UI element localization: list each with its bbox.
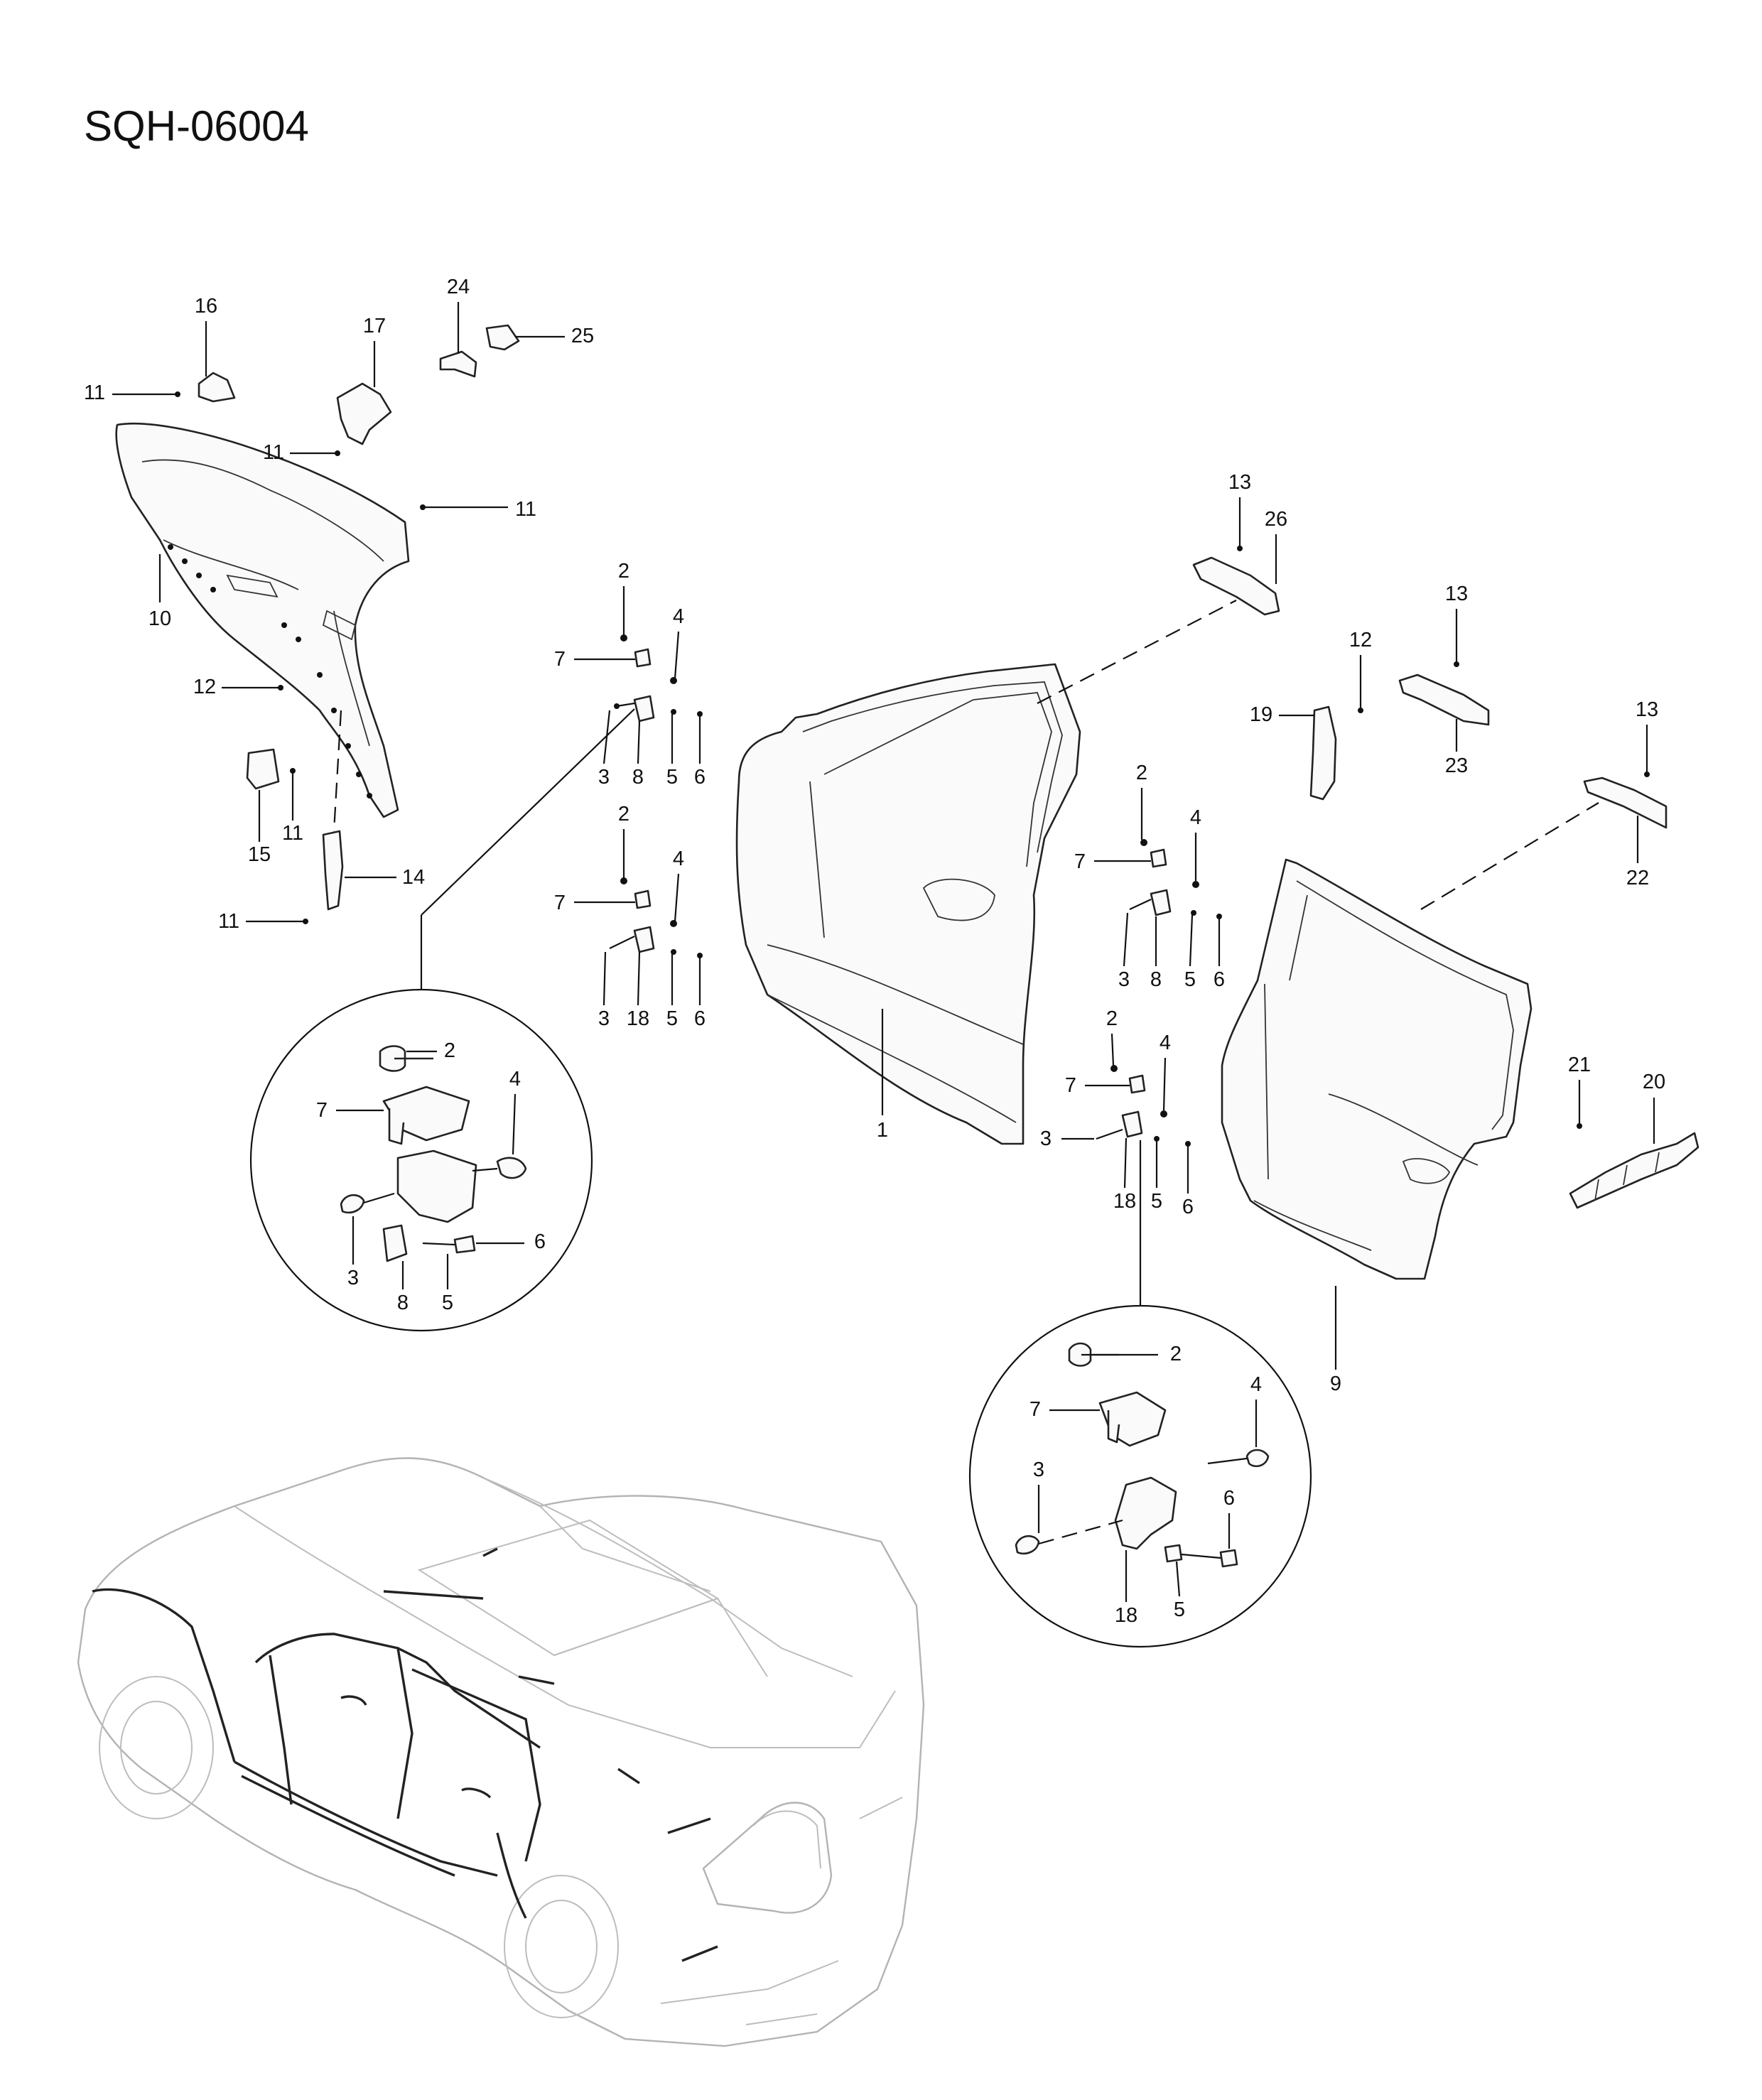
front-door-part xyxy=(735,663,1081,1145)
callout-2: 2 xyxy=(618,560,629,583)
callout-16: 16 xyxy=(195,295,217,318)
front-hinge-detail-view xyxy=(249,988,593,1332)
callout-13: 13 xyxy=(1636,698,1658,721)
callout-15: 15 xyxy=(248,843,271,866)
callout-3: 3 xyxy=(598,1007,610,1030)
fender-clip-row xyxy=(168,544,372,799)
callout-1: 1 xyxy=(877,1119,888,1142)
callout-4: 4 xyxy=(509,1068,521,1090)
vehicle-highlighted-parts xyxy=(92,1547,718,1962)
callout-2: 2 xyxy=(1136,762,1147,784)
callout-3: 3 xyxy=(1040,1127,1052,1150)
trim-20-part xyxy=(1569,1132,1699,1209)
callout-14: 14 xyxy=(402,866,425,889)
callout-8: 8 xyxy=(632,766,644,789)
callout-17: 17 xyxy=(363,315,386,337)
front-lower-hinge-small xyxy=(609,877,703,958)
callout-5: 5 xyxy=(1151,1190,1162,1213)
bracket-24-part xyxy=(439,350,477,378)
callout-26: 26 xyxy=(1265,508,1287,531)
rear-lower-hinge-small xyxy=(1096,1065,1191,1147)
diagram-title: SQH-06004 xyxy=(84,102,309,150)
callout-6: 6 xyxy=(1214,968,1225,991)
callout-4: 4 xyxy=(1250,1373,1262,1396)
callout-12: 12 xyxy=(193,676,216,698)
callout-11: 11 xyxy=(218,910,239,933)
callout-2: 2 xyxy=(1106,1007,1118,1030)
rear-door-part xyxy=(1221,858,1533,1280)
callout-11: 11 xyxy=(84,381,105,404)
callout-20: 20 xyxy=(1643,1071,1665,1093)
callout-11: 11 xyxy=(515,498,536,521)
callout-4: 4 xyxy=(673,605,684,628)
callout-7: 7 xyxy=(1029,1398,1041,1421)
callout-7: 7 xyxy=(554,648,566,671)
rear-door-leader xyxy=(1420,802,1599,910)
bracket-16-part xyxy=(198,372,236,403)
callout-4: 4 xyxy=(673,848,684,870)
callout-8: 8 xyxy=(397,1292,409,1314)
callout-19: 19 xyxy=(1250,703,1272,726)
callout-18: 18 xyxy=(1113,1190,1136,1213)
bracket-17-part xyxy=(336,382,392,445)
callout-13: 13 xyxy=(1228,471,1251,494)
callout-6: 6 xyxy=(1182,1196,1194,1218)
callout-7: 7 xyxy=(1065,1074,1076,1097)
callout-3: 3 xyxy=(1118,968,1130,991)
callout-7: 7 xyxy=(1074,850,1086,873)
callout-11: 11 xyxy=(282,822,303,845)
callout-23: 23 xyxy=(1445,754,1468,777)
callout-13: 13 xyxy=(1445,583,1468,605)
callout-7: 7 xyxy=(316,1099,328,1122)
callout-6: 6 xyxy=(534,1230,546,1253)
callout-2: 2 xyxy=(618,803,629,826)
callout-2: 2 xyxy=(444,1039,455,1062)
vehicle-overview xyxy=(77,1457,925,2047)
bracket-19-part xyxy=(1309,705,1337,801)
callout-11: 11 xyxy=(263,441,284,464)
callout-18: 18 xyxy=(627,1007,649,1030)
callout-2: 2 xyxy=(1170,1343,1182,1365)
front-hinge-leader xyxy=(421,708,635,916)
fender-callouts: 16 11 17 11 24 25 11 10 12 11 15 14 11 xyxy=(84,276,594,933)
rear-upper-hinge-small xyxy=(1129,839,1222,919)
bracket-23-part xyxy=(1398,673,1490,726)
callout-24: 24 xyxy=(447,276,470,298)
front-upper-hinge-small xyxy=(614,634,703,722)
callout-6: 6 xyxy=(694,766,706,789)
callout-5: 5 xyxy=(666,1007,678,1030)
callout-3: 3 xyxy=(598,766,610,789)
callout-6: 6 xyxy=(1223,1487,1235,1510)
callout-3: 3 xyxy=(1033,1458,1044,1481)
callout-7: 7 xyxy=(554,892,566,914)
bracket-25-part xyxy=(485,324,520,351)
trim-14-part xyxy=(322,830,344,911)
callout-4: 4 xyxy=(1160,1032,1171,1054)
callout-9: 9 xyxy=(1330,1373,1341,1395)
callout-21: 21 xyxy=(1568,1054,1591,1076)
front-door-leader xyxy=(1037,600,1237,704)
callout-8: 8 xyxy=(1150,968,1162,991)
callout-5: 5 xyxy=(1184,968,1196,991)
callout-5: 5 xyxy=(442,1292,453,1314)
callout-6: 6 xyxy=(694,1007,706,1030)
callout-4: 4 xyxy=(1190,806,1201,829)
rear-hinge-detail-view xyxy=(968,1304,1312,1648)
callout-5: 5 xyxy=(1174,1598,1185,1621)
callout-5: 5 xyxy=(666,766,678,789)
callout-12: 12 xyxy=(1349,629,1372,651)
bracket-15-part xyxy=(246,748,280,790)
front-fender-part xyxy=(115,422,410,818)
bracket-22-part xyxy=(1583,776,1668,829)
callout-10: 10 xyxy=(148,607,171,630)
bracket-26-part xyxy=(1192,556,1280,616)
callout-22: 22 xyxy=(1626,867,1649,889)
callout-25: 25 xyxy=(571,325,594,347)
callout-3: 3 xyxy=(347,1267,359,1289)
callout-18: 18 xyxy=(1115,1604,1137,1627)
